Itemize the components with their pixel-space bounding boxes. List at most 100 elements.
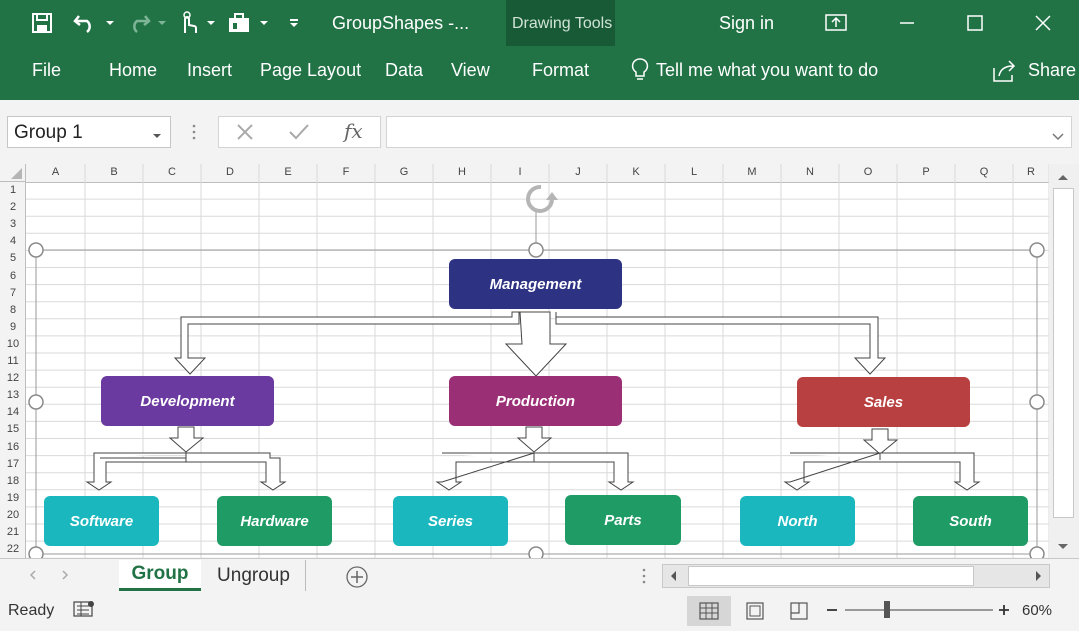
- redo-icon[interactable]: [124, 9, 152, 37]
- row-header[interactable]: 22: [6, 543, 20, 556]
- column-header[interactable]: R: [1027, 166, 1035, 178]
- hardware-box[interactable]: Hardware: [217, 496, 332, 546]
- macro-record-icon[interactable]: [73, 600, 95, 623]
- row-header[interactable]: 15: [6, 423, 20, 436]
- column-header[interactable]: D: [226, 166, 234, 178]
- ribbon-display-options-icon[interactable]: [823, 11, 849, 35]
- software-box[interactable]: Software: [44, 496, 159, 546]
- tell-me-search[interactable]: Tell me what you want to do: [656, 60, 879, 80]
- rotate-handle-icon[interactable]: [526, 184, 558, 213]
- normal-view-button[interactable]: [687, 596, 731, 626]
- undo-dropdown-icon[interactable]: [100, 9, 120, 37]
- page-layout-view-icon[interactable]: [745, 601, 765, 626]
- tab-insert[interactable]: Insert: [187, 60, 233, 80]
- zoom-slider-thumb[interactable]: [884, 601, 890, 618]
- row-header[interactable]: 17: [6, 457, 20, 470]
- insert-function-button[interactable]: fx: [344, 119, 363, 143]
- cancel-icon[interactable]: [235, 122, 255, 147]
- customize-qat-icon[interactable]: [282, 9, 306, 37]
- sheet-tab-ungroup[interactable]: Ungroup: [202, 560, 306, 591]
- scroll-up-icon[interactable]: [1053, 170, 1073, 184]
- column-header[interactable]: M: [747, 166, 757, 178]
- touch-dropdown-icon[interactable]: [201, 9, 221, 37]
- tab-page-layout[interactable]: Page Layout: [260, 60, 362, 80]
- column-header[interactable]: E: [284, 166, 292, 178]
- tab-view[interactable]: View: [451, 60, 490, 80]
- north-box[interactable]: North: [740, 496, 855, 546]
- toolbox-dropdown-icon[interactable]: [254, 9, 274, 37]
- expand-formula-bar-icon[interactable]: [1052, 128, 1064, 146]
- share-button[interactable]: Share: [1028, 60, 1077, 80]
- scroll-right-icon[interactable]: [1028, 566, 1048, 586]
- scroll-left-icon[interactable]: [664, 566, 684, 586]
- row-header[interactable]: 10: [6, 337, 20, 350]
- tab-file[interactable]: File: [32, 60, 62, 80]
- column-header[interactable]: J: [575, 166, 581, 178]
- row-header[interactable]: 16: [6, 440, 20, 453]
- select-all-corner[interactable]: [0, 164, 26, 182]
- row-header[interactable]: 13: [6, 389, 20, 402]
- column-header[interactable]: K: [632, 166, 640, 178]
- sheet-prev-icon[interactable]: [26, 568, 40, 587]
- row-header[interactable]: 14: [6, 406, 20, 419]
- row-header[interactable]: 5: [9, 252, 17, 265]
- column-header[interactable]: Q: [979, 166, 989, 178]
- close-icon[interactable]: [1032, 12, 1054, 34]
- toolbox-icon[interactable]: [226, 9, 254, 37]
- page-break-preview-icon[interactable]: [789, 601, 809, 626]
- parts-box[interactable]: Parts: [565, 495, 681, 545]
- zoom-out-icon[interactable]: [825, 603, 839, 622]
- formula-input[interactable]: [386, 116, 1072, 148]
- row-header[interactable]: 12: [6, 372, 20, 385]
- undo-icon[interactable]: [72, 9, 100, 37]
- row-header[interactable]: 11: [7, 355, 19, 367]
- touch-mode-icon[interactable]: [174, 9, 202, 37]
- minimize-icon[interactable]: [896, 12, 918, 34]
- save-icon[interactable]: [28, 9, 56, 37]
- zoom-slider-track[interactable]: [845, 609, 993, 611]
- column-header[interactable]: G: [399, 166, 409, 178]
- column-header[interactable]: A: [51, 166, 60, 178]
- management-box[interactable]: Management: [449, 259, 622, 309]
- redo-dropdown-icon[interactable]: [152, 9, 172, 37]
- row-header[interactable]: 9: [9, 320, 17, 333]
- sign-in-link[interactable]: Sign in: [719, 13, 775, 33]
- column-header[interactable]: I: [518, 166, 522, 178]
- row-header[interactable]: 4: [9, 235, 17, 248]
- column-header[interactable]: P: [922, 166, 930, 178]
- new-sheet-icon[interactable]: [345, 565, 369, 594]
- south-box[interactable]: South: [913, 496, 1028, 546]
- column-header[interactable]: C: [168, 166, 176, 178]
- sheet-tab-group[interactable]: Group: [119, 560, 201, 591]
- row-header[interactable]: 1: [9, 184, 17, 196]
- row-header[interactable]: 8: [9, 303, 17, 316]
- sales-box[interactable]: Sales: [797, 377, 970, 427]
- vertical-scroll-thumb[interactable]: [1053, 188, 1074, 518]
- tab-split-grip-icon[interactable]: [642, 567, 646, 585]
- formula-bar-grip-icon[interactable]: [192, 123, 196, 141]
- name-box[interactable]: [7, 116, 171, 148]
- column-header[interactable]: H: [458, 166, 466, 178]
- vertical-scrollbar[interactable]: [1049, 164, 1079, 558]
- column-header[interactable]: O: [863, 166, 873, 178]
- org-chart-group[interactable]: [0, 164, 1049, 558]
- tab-home[interactable]: Home: [109, 60, 158, 80]
- sizing-handles[interactable]: [28, 242, 1045, 558]
- tab-data[interactable]: Data: [385, 60, 424, 80]
- enter-check-icon[interactable]: [288, 122, 310, 147]
- share-icon[interactable]: [991, 58, 1019, 84]
- development-box[interactable]: Development: [101, 376, 274, 426]
- zoom-in-icon[interactable]: [997, 603, 1011, 622]
- tab-format[interactable]: Format: [532, 60, 590, 80]
- row-header[interactable]: 20: [6, 508, 20, 521]
- column-header[interactable]: B: [110, 166, 118, 178]
- column-header[interactable]: N: [806, 166, 814, 178]
- production-box[interactable]: Production: [449, 376, 622, 426]
- series-box[interactable]: Series: [393, 496, 508, 546]
- horizontal-scroll-thumb[interactable]: [688, 566, 974, 586]
- row-header[interactable]: 2: [9, 201, 17, 214]
- row-header[interactable]: 18: [6, 474, 20, 487]
- name-box-dropdown-icon[interactable]: [152, 127, 162, 145]
- column-header[interactable]: F: [342, 166, 350, 178]
